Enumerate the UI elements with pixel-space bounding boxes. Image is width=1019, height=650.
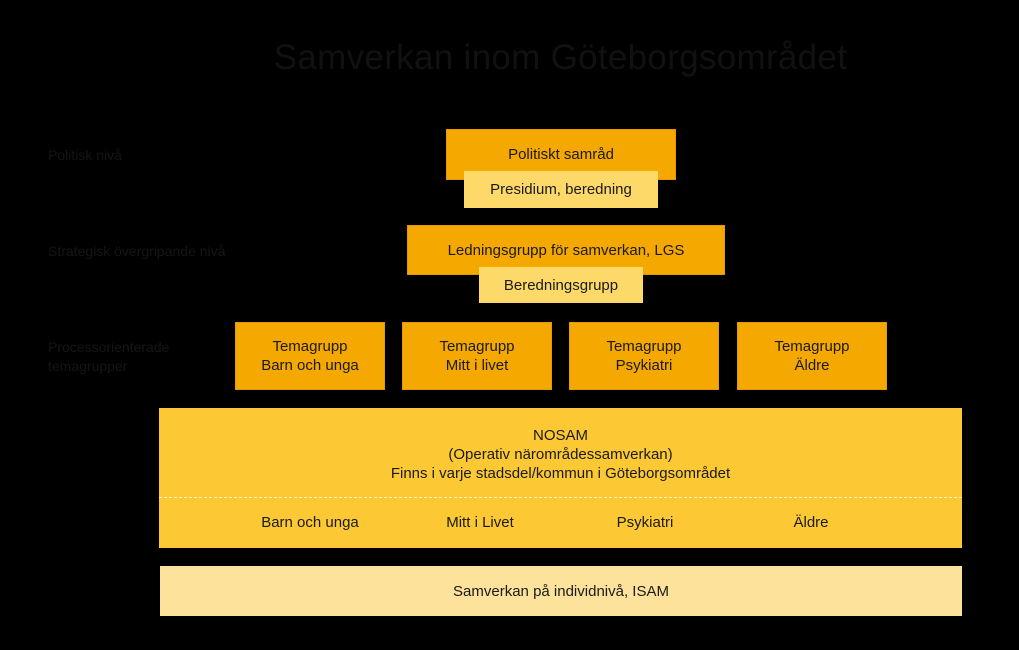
temagrupp-aldre-box: Temagrupp Äldre [737, 322, 887, 390]
presidium-label: Presidium, beredning [490, 181, 632, 198]
temagrupp-mitt-box: Temagrupp Mitt i livet [402, 322, 552, 390]
temagrupp-aldre-line-2: Äldre [794, 357, 830, 374]
temagrupp-barn-line-1: Temagrupp [272, 338, 348, 355]
temagrupp-psykiatri-box: Temagrupp Psykiatri [569, 322, 719, 390]
level-label-process: Processorienterade temagrupper [48, 338, 169, 376]
level-label-political: Politisk nivå [48, 147, 122, 163]
nosam-group-psykiatri: Psykiatri [616, 514, 674, 531]
lgs-label: Ledningsgrupp för samverkan, LGS [447, 241, 685, 259]
nosam-group-mitt: Mitt i Livet [446, 514, 514, 531]
temagrupp-barn-box: Temagrupp Barn och unga [235, 322, 385, 390]
isam-box: Samverkan på individnivå, ISAM [160, 566, 962, 616]
nosam-header: NOSAM (Operativ närområdessamverkan) Fin… [159, 426, 962, 483]
page-title: Samverkan inom Göteborgsområdet [273, 38, 848, 77]
level-label-strategic: Strategisk övergripande nivå [48, 243, 226, 259]
temagrupp-barn-line-2: Barn och unga [261, 357, 359, 374]
nosam-name: NOSAM [532, 427, 588, 444]
level-label-process-line-2: temagrupper [48, 358, 128, 374]
nosam-full-name: (Operativ närområdessamverkan) [448, 446, 673, 463]
temagrupp-mitt-line-2: Mitt i livet [445, 357, 509, 374]
nosam-box: NOSAM (Operativ närområdessamverkan) Fin… [159, 408, 962, 548]
beredningsgrupp-label: Beredningsgrupp [503, 276, 619, 294]
temagrupp-psykiatri-line-1: Temagrupp [606, 338, 682, 355]
temagrupp-aldre-line-1: Temagrupp [774, 338, 850, 355]
nosam-group-barn: Barn och unga [261, 514, 359, 531]
temagrupp-psykiatri-line-2: Psykiatri [615, 357, 673, 374]
nosam-dashed-divider [159, 497, 962, 498]
presidium-box: Presidium, beredning [464, 171, 658, 208]
nosam-description: Finns i varje stadsdel/kommun i Göteborg… [390, 465, 731, 482]
beredningsgrupp-box: Beredningsgrupp [479, 267, 643, 303]
temagrupp-mitt-line-1: Temagrupp [439, 338, 515, 355]
level-label-process-line-1: Processorienterade [48, 339, 170, 355]
politiskt-samrad-label: Politiskt samråd [508, 146, 614, 163]
nosam-groups: Barn och unga Mitt i Livet Psykiatri Äld… [159, 514, 962, 534]
isam-label: Samverkan på individnivå, ISAM [453, 582, 669, 600]
nosam-group-aldre: Äldre [793, 514, 829, 531]
